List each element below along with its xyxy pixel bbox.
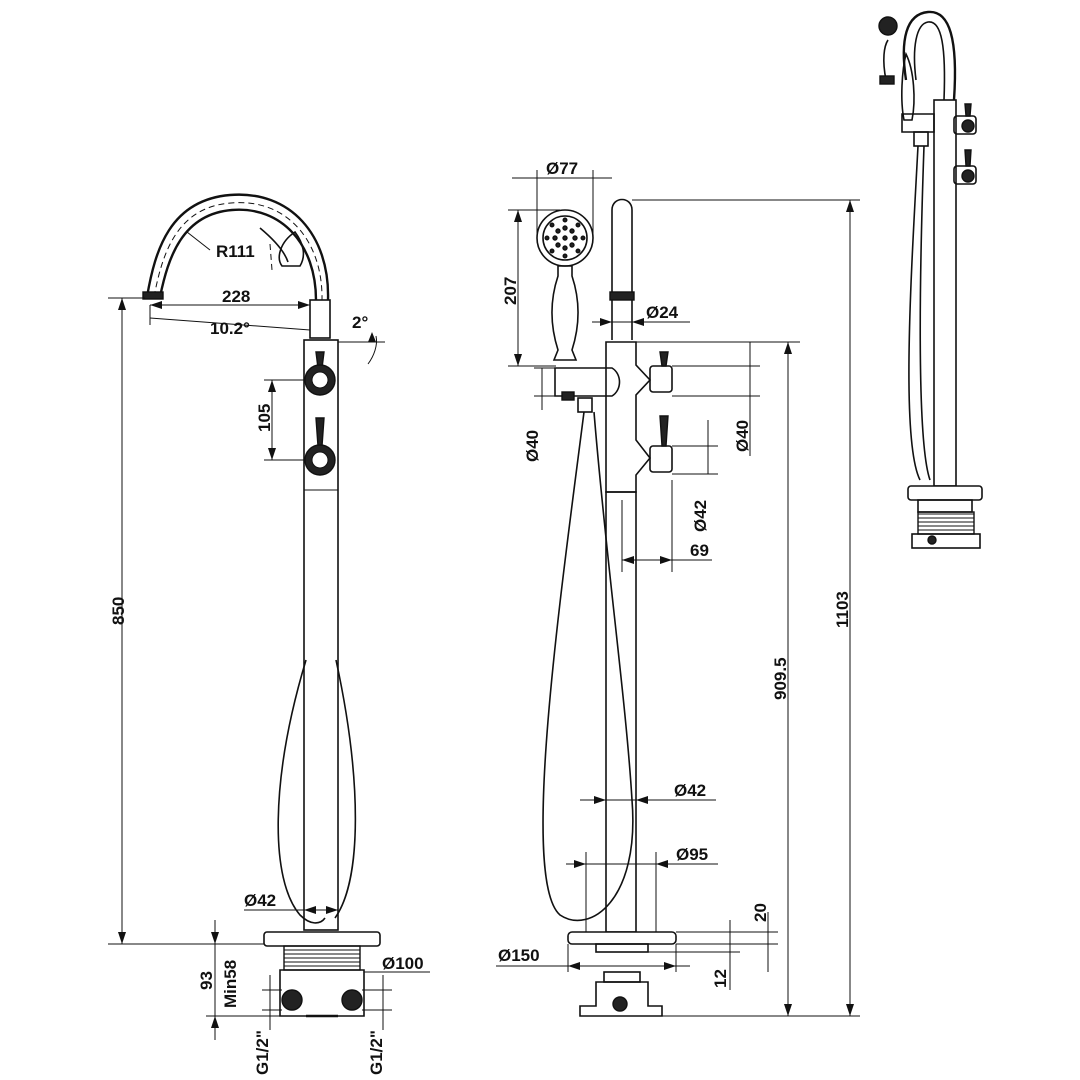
iso-lower-handle	[953, 149, 977, 185]
dim-base-flange-outer: Ø150	[498, 946, 540, 965]
iso-upper-handle	[953, 103, 977, 135]
side-mixer-body	[605, 341, 652, 493]
dim-column-top-diameter: Ø24	[646, 303, 679, 322]
front-spout-centerline	[153, 202, 323, 301]
side-hose-connector	[577, 397, 593, 413]
front-lower-handle	[304, 417, 336, 476]
front-base-body	[279, 969, 365, 1017]
iso-base-body	[911, 533, 981, 549]
front-base-flange	[263, 931, 381, 947]
dim-base-depth: 93	[197, 971, 216, 990]
dim-tilt-angle: 2°	[352, 313, 368, 332]
side-column-ring	[609, 291, 635, 301]
dim-min-depth: Min58	[221, 960, 240, 1008]
front-spout-inner	[158, 208, 318, 301]
iso-hook	[878, 16, 898, 36]
dim-spout-height: 850	[109, 597, 128, 625]
iso-diverter	[901, 113, 935, 133]
front-base-thread	[283, 945, 361, 971]
side-base-flange	[567, 931, 677, 945]
side-view: Ø77 207 Ø24 Ø40 Ø40 Ø42 69	[496, 159, 860, 1017]
iso-column	[933, 99, 957, 487]
dim-handle-spacing: 105	[255, 404, 274, 432]
front-handset-head	[278, 230, 305, 267]
side-column-top	[611, 198, 633, 340]
dim-spout-angle: 10.2°	[210, 319, 250, 338]
iso-base-thread	[917, 511, 975, 535]
side-diverter	[554, 367, 621, 397]
dim-spout-reach: 228	[222, 287, 250, 306]
dim-inlet-left: G1/2"	[253, 1030, 272, 1075]
shower-holes	[544, 217, 586, 259]
side-upper-handle	[649, 351, 673, 393]
dim-shower-head-diameter: Ø77	[546, 159, 578, 178]
front-column	[303, 339, 339, 931]
dim-body-diameter: Ø42	[691, 500, 710, 532]
dim-handset-length: 207	[501, 277, 520, 305]
iso-handset	[901, 51, 915, 121]
front-spout-outlet	[142, 291, 164, 300]
dim-base-plate-thickness: 12	[711, 969, 730, 988]
iso-hose	[908, 145, 921, 481]
iso-spout	[902, 10, 957, 101]
dim-handle-offset: 69	[690, 541, 709, 560]
dim-overall-height: 1103	[833, 591, 852, 628]
front-hook	[259, 227, 289, 263]
dim-flange-thickness: 20	[751, 903, 770, 922]
dim-radius: R111	[216, 242, 255, 261]
dim-column-diameter: Ø42	[244, 891, 276, 910]
dim-inlet-right: G1/2"	[367, 1030, 386, 1075]
dim-handle-diameter-right: Ø40	[733, 420, 752, 452]
front-spout-outer	[145, 193, 330, 301]
side-handset	[536, 209, 594, 361]
dim-base-flange-inner: Ø95	[676, 845, 708, 864]
dim-base-diameter: Ø100	[382, 954, 424, 973]
front-spout-joint	[309, 299, 331, 339]
side-base-thread	[603, 971, 641, 983]
dim-handle-diameter-left: Ø40	[523, 430, 542, 462]
front-upper-handle	[304, 351, 336, 396]
front-hose	[277, 659, 326, 924]
dim-column-diameter-side: Ø42	[674, 781, 706, 800]
iso-base-flange	[907, 485, 983, 501]
front-view: 850 228 10.2° 2° R111 105 Ø42 Ø100	[108, 193, 430, 1075]
isometric-view	[878, 10, 983, 549]
side-lower-handle	[649, 415, 673, 473]
dim-mixer-height: 909.5	[771, 657, 790, 700]
side-hose	[542, 411, 634, 922]
